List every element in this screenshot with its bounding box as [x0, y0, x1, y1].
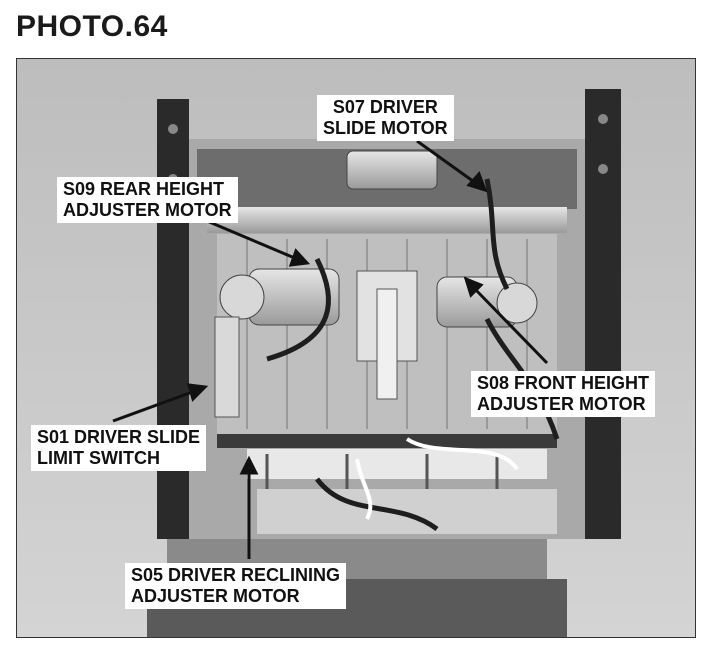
- callout-s07-driver-slide-motor: S07 DRIVER SLIDE MOTOR: [317, 95, 454, 141]
- callout-s05-line1: S05 DRIVER RECLINING: [131, 565, 341, 585]
- callout-s01-line1: S01 DRIVER SLIDE: [37, 427, 201, 447]
- callout-s09-line1: S09 REAR HEIGHT: [63, 179, 225, 199]
- seat-mechanism-illustration: [17, 59, 695, 637]
- callout-s08-front-height-adjuster-motor: S08 FRONT HEIGHT ADJUSTER MOTOR: [471, 371, 656, 417]
- callout-s07-line1: S07 DRIVER: [332, 97, 438, 117]
- callout-s07-line2: SLIDE MOTOR: [323, 118, 448, 138]
- callout-s08-line1: S08 FRONT HEIGHT: [477, 373, 650, 393]
- callout-s09-rear-height-adjuster-motor: S09 REAR HEIGHT ADJUSTER MOTOR: [57, 177, 238, 223]
- callout-s05-driver-reclining-adjuster-motor: S05 DRIVER RECLINING ADJUSTER MOTOR: [125, 563, 347, 609]
- callout-s08-line2: ADJUSTER MOTOR: [477, 394, 646, 414]
- callout-s01-driver-slide-limit-switch: S01 DRIVER SLIDE LIMIT SWITCH: [31, 425, 207, 471]
- seat-photo: S07 DRIVER SLIDE MOTOR S09 REAR HEIGHT A…: [16, 58, 696, 638]
- callout-s09-line2: ADJUSTER MOTOR: [63, 200, 232, 220]
- page-title: PHOTO.64: [16, 10, 168, 43]
- callout-s05-line2: ADJUSTER MOTOR: [131, 586, 300, 606]
- callout-s01-line2: LIMIT SWITCH: [37, 448, 160, 468]
